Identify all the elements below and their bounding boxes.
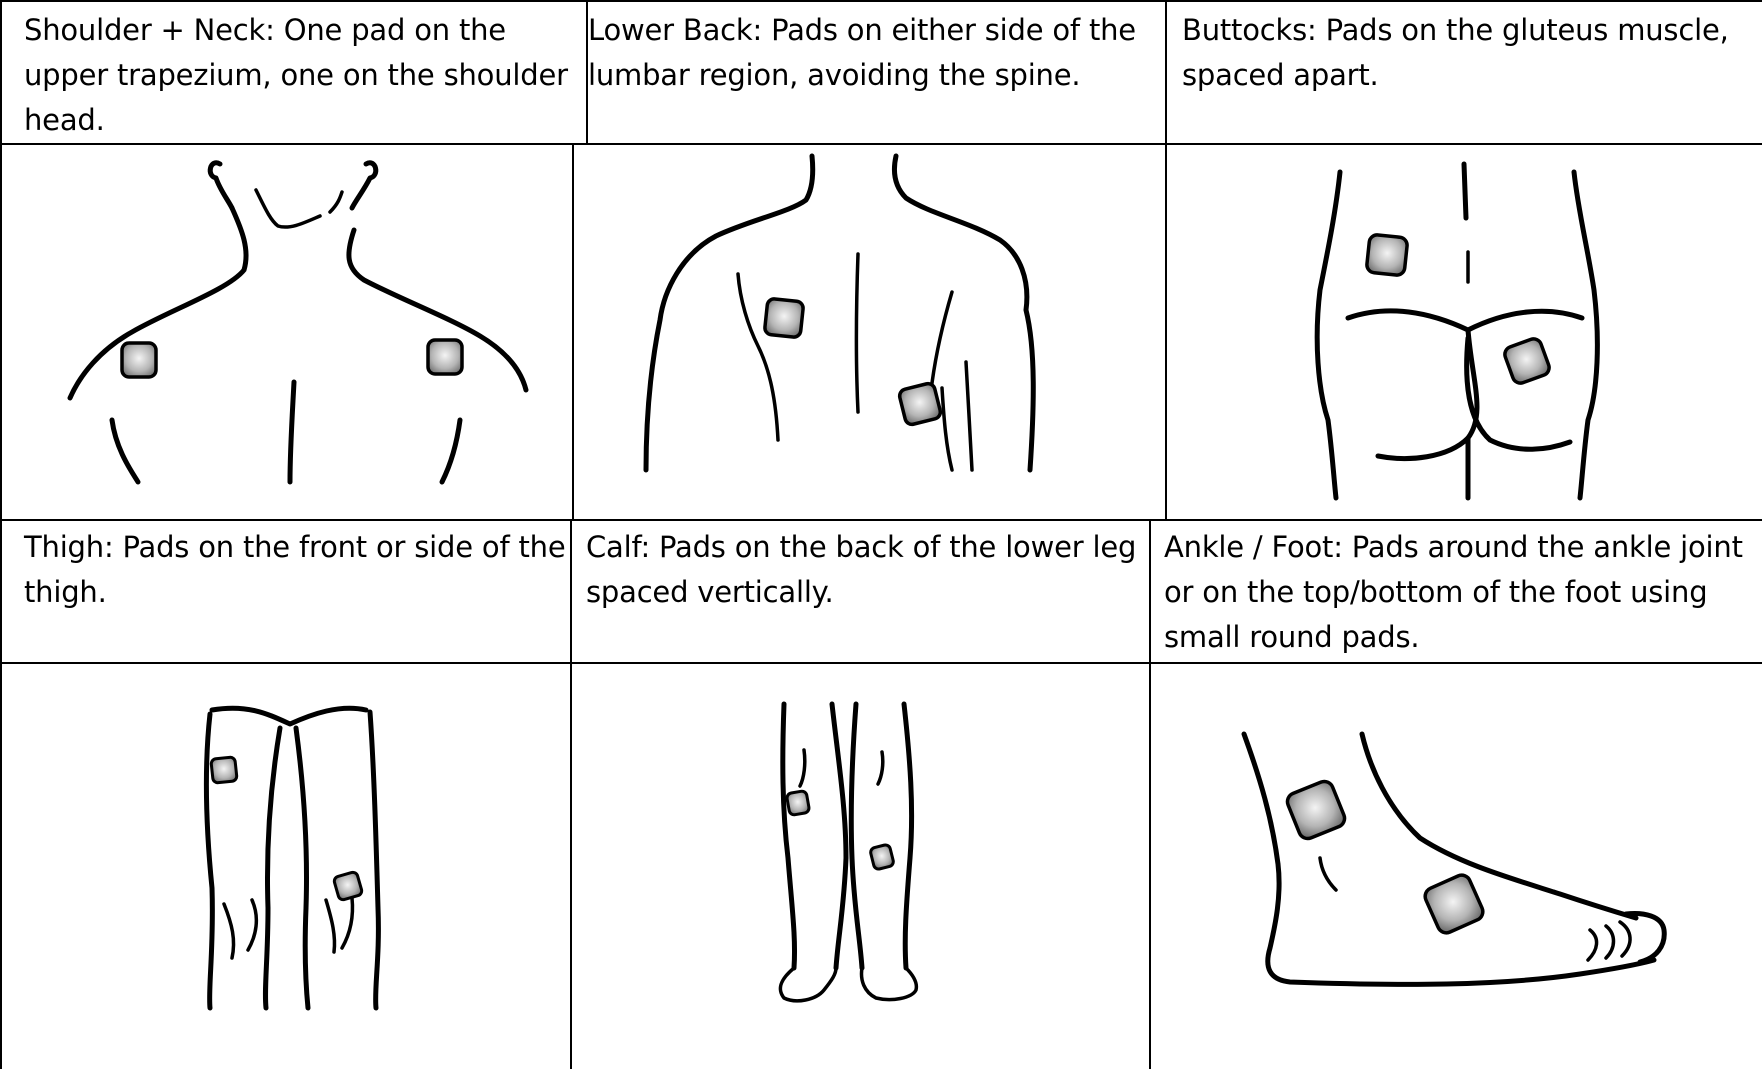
lower-back-illustration	[590, 150, 1160, 515]
grid-line-col2-bottom	[1149, 519, 1151, 1069]
ankle-foot-illustration	[1160, 668, 1760, 1063]
grid-line-left	[0, 0, 2, 1069]
electrode-pad-icon	[122, 343, 156, 377]
electrode-pad-icon	[1285, 779, 1347, 841]
shoulder-neck-label: Shoulder + Neck: One pad on the upper tr…	[24, 8, 569, 143]
electrode-pad-icon	[786, 790, 810, 815]
calf-illustration	[720, 668, 1020, 1063]
grid-line-row1-divider	[0, 143, 1762, 145]
electrode-pad-icon	[1422, 872, 1485, 935]
grid-line-middle	[0, 519, 1762, 521]
buttocks-label: Buttocks: Pads on the gluteus muscle, sp…	[1182, 8, 1742, 98]
electrode-pad-icon	[333, 871, 363, 901]
electrode-pad-icon	[1503, 337, 1552, 386]
ankle-foot-label: Ankle / Foot: Pads around the ankle join…	[1164, 525, 1759, 660]
shoulder-neck-illustration	[20, 150, 565, 515]
calf-label: Calf: Pads on the back of the lower leg …	[586, 525, 1146, 615]
thigh-label: Thigh: Pads on the front or side of the …	[24, 525, 566, 615]
buttocks-illustration	[1168, 150, 1758, 515]
electrode-pad-icon	[870, 844, 895, 870]
electrode-pad-icon	[898, 382, 942, 426]
lower-back-label: Lower Back: Pads on either side of the l…	[588, 8, 1148, 98]
electrode-pad-icon	[428, 340, 462, 374]
grid-line-row2-divider	[0, 662, 1762, 664]
grid-line-top	[0, 0, 1762, 2]
grid-line-col1-bottom	[570, 519, 572, 1069]
grid-line-col2-top	[1165, 0, 1167, 521]
grid-line-col1-top-img	[572, 143, 574, 521]
electrode-pad-icon	[211, 757, 237, 783]
electrode-pad-icon	[1366, 234, 1408, 276]
thigh-illustration	[140, 668, 440, 1063]
electrode-pad-icon	[764, 298, 804, 338]
